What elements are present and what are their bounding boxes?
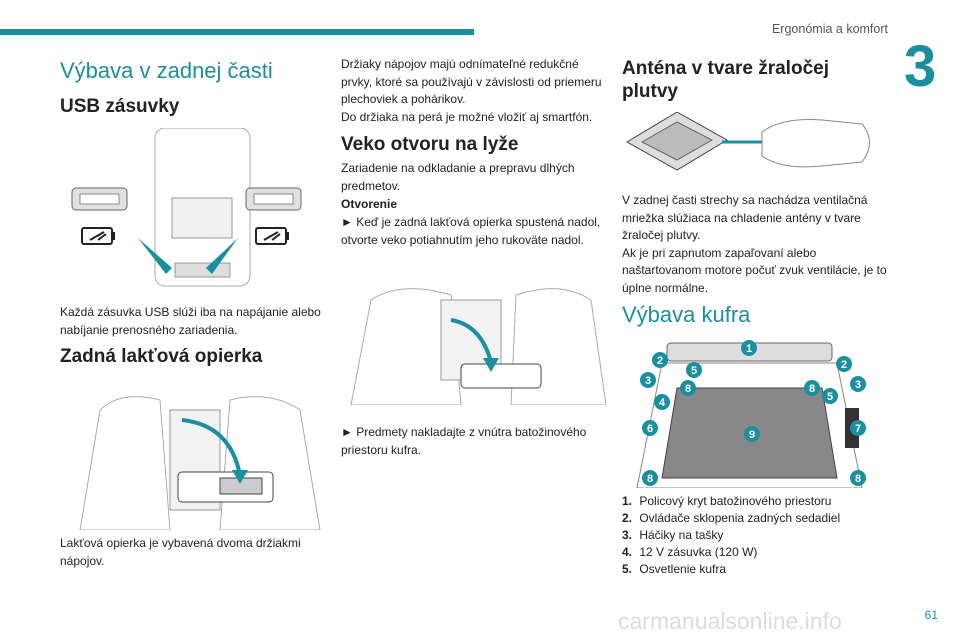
load-step: ► Predmety nakladajte z vnútra batožinov…	[341, 425, 587, 457]
svg-text:5: 5	[691, 365, 697, 377]
callout-badge-2: 2	[652, 352, 668, 368]
callout-badge-5: 5	[686, 362, 702, 378]
callout-badge-5: 5	[822, 388, 838, 404]
callout-badge-8: 8	[850, 470, 866, 486]
antenna-figure	[626, 112, 870, 171]
armrest-figure	[79, 396, 321, 530]
svg-text:7: 7	[855, 423, 861, 435]
callout-badge-8: 8	[680, 380, 696, 396]
antenna-heading: Anténa v tvare žraločej plutvy	[622, 58, 829, 102]
ski-hatch-figure	[350, 288, 606, 405]
battery-left-icon	[81, 227, 115, 245]
callout-badge-2: 2	[836, 356, 852, 372]
svg-text:8: 8	[809, 383, 815, 395]
list-item: 1. Policový kryt batožinového priestoru	[622, 494, 832, 508]
cupholder-description: Držiaky nápojov majú odnímateľné redukčn…	[341, 57, 602, 124]
svg-text:3: 3	[855, 379, 861, 391]
svg-text:9: 9	[749, 429, 755, 441]
list-item: 4. 12 V zásuvka (120 W)	[622, 545, 758, 559]
watermark: carmanualsonline.info	[618, 608, 842, 634]
ski-hatch-description: Zariadenie na odkladanie a prepravu dlhý…	[341, 161, 575, 193]
usb-port-left-icon	[71, 187, 128, 211]
callout-badge-8: 8	[804, 380, 820, 396]
antenna-description: V zadnej časti strechy sa nachádza venti…	[622, 193, 887, 295]
svg-text:8: 8	[647, 473, 653, 485]
list-item: 2. Ovládače sklopenia zadných sedadiel	[622, 511, 841, 525]
chapter-number: 3	[904, 34, 937, 99]
chapter-title: Ergonómia a komfort	[771, 22, 888, 36]
callout-badge-9: 9	[744, 426, 760, 442]
header-accent-bar	[0, 29, 474, 35]
callout-badge-3: 3	[640, 372, 656, 388]
svg-text:6: 6	[647, 423, 653, 435]
trunk-equipment-list: 1. Policový kryt batožinového priestoru …	[622, 493, 892, 578]
ski-hatch-heading: Veko otvoru na lyže	[341, 134, 519, 155]
opening-step: ► Keď je zadná lakťová opierka spustená …	[341, 215, 601, 247]
list-item: 5. Osvetlenie kufra	[622, 562, 727, 576]
callout-badge-1: 1	[741, 340, 757, 356]
callout-badge-7: 7	[850, 420, 866, 436]
svg-text:2: 2	[657, 355, 663, 367]
svg-text:4: 4	[659, 397, 666, 409]
usb-description: Každá zásuvka USB slúži iba na napájanie…	[60, 305, 321, 337]
callout-badge-8: 8	[642, 470, 658, 486]
svg-text:3: 3	[645, 375, 651, 387]
callout-badge-6: 6	[642, 420, 658, 436]
usb-heading: USB zásuvky	[60, 96, 180, 117]
svg-text:8: 8	[855, 473, 861, 485]
svg-text:8: 8	[685, 383, 691, 395]
armrest-heading: Zadná lakťová opierka	[60, 346, 263, 367]
battery-right-icon	[255, 227, 289, 245]
usb-figure	[71, 128, 302, 287]
section-title-trunk: Výbava kufra	[622, 302, 751, 327]
callout-badge-3: 3	[850, 376, 866, 392]
usb-port-right-icon	[245, 187, 302, 211]
svg-text:2: 2	[841, 359, 847, 371]
svg-text:5: 5	[827, 391, 833, 403]
callout-badge-4: 4	[654, 394, 670, 410]
svg-text:1: 1	[746, 343, 752, 355]
list-item: 3. Háčiky na tašky	[622, 528, 724, 542]
section-title-rear: Výbava v zadnej časti	[60, 58, 273, 83]
armrest-description: Lakťová opierka je vybavená dvoma držiak…	[60, 536, 301, 568]
opening-label: Otvorenie	[341, 197, 398, 211]
page-number: 61	[924, 608, 938, 622]
